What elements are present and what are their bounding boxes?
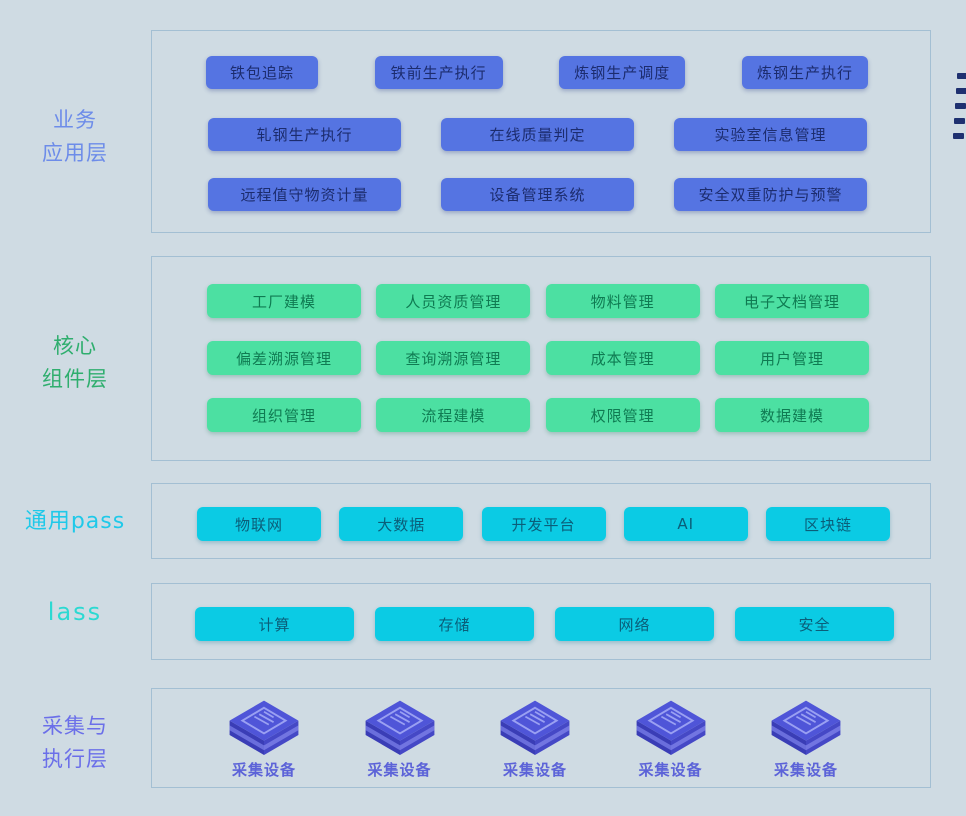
app-button[interactable]: 远程值守物资计量 xyxy=(208,178,401,211)
core-row-3: 组织管理 流程建模 权限管理 数据建模 xyxy=(152,398,930,432)
app-button[interactable]: 炼钢生产执行 xyxy=(741,56,868,89)
edge-dash-decoration xyxy=(957,73,966,79)
component-button[interactable]: 组织管理 xyxy=(207,398,361,432)
iaas-button[interactable]: 网络 xyxy=(555,607,714,641)
layer-label-line: 执行层 xyxy=(42,747,108,771)
layer-label-business: 业务 应用层 xyxy=(0,104,150,170)
paas-row: 物联网 大数据 开发平台 AI 区块链 xyxy=(152,507,930,541)
app-button[interactable]: 铁包追踪 xyxy=(206,56,318,89)
device-item: 采集设备 xyxy=(214,697,314,780)
device-cube-icon xyxy=(365,700,434,755)
component-button[interactable]: 权限管理 xyxy=(545,398,700,432)
edge-dash-decoration xyxy=(955,103,966,109)
iaas-layer-panel: 计算 存储 网络 安全 xyxy=(151,583,931,660)
app-button[interactable]: 炼钢生产调度 xyxy=(559,56,686,89)
device-item: 采集设备 xyxy=(756,697,856,780)
component-button[interactable]: 流程建模 xyxy=(376,398,531,432)
component-button[interactable]: 偏差溯源管理 xyxy=(207,341,361,375)
edge-dash-decoration xyxy=(953,133,964,139)
business-row-2: 轧钢生产执行 在线质量判定 实验室信息管理 xyxy=(152,118,930,151)
business-layer-panel: 铁包追踪 铁前生产执行 炼钢生产调度 炼钢生产执行 轧钢生产执行 在线质量判定 … xyxy=(151,30,931,233)
paas-layer-panel: 物联网 大数据 开发平台 AI 区块链 xyxy=(151,483,931,559)
device-label: 采集设备 xyxy=(638,761,703,779)
iaas-button[interactable]: 安全 xyxy=(735,607,894,641)
component-button[interactable]: 工厂建模 xyxy=(207,284,361,318)
layer-label-core: 核心 组件层 xyxy=(0,330,150,396)
device-label: 采集设备 xyxy=(502,761,567,779)
device-cube-icon xyxy=(771,700,841,755)
layer-label-line: 组件层 xyxy=(42,367,108,391)
layer-label-iaas: lass xyxy=(47,598,103,626)
app-button[interactable]: 安全双重防护与预警 xyxy=(674,178,867,211)
paas-button[interactable]: 物联网 xyxy=(197,507,321,541)
app-button[interactable]: 铁前生产执行 xyxy=(374,56,503,89)
component-button[interactable]: 查询溯源管理 xyxy=(376,341,531,375)
iaas-row: 计算 存储 网络 安全 xyxy=(152,607,930,641)
app-button[interactable]: 设备管理系统 xyxy=(441,178,634,211)
business-row-3: 远程值守物资计量 设备管理系统 安全双重防护与预警 xyxy=(152,178,930,211)
iaas-button[interactable]: 计算 xyxy=(195,607,354,641)
collect-layer-panel: 采集设备 采集设备 xyxy=(151,688,931,788)
component-button[interactable]: 人员资质管理 xyxy=(376,284,531,318)
edge-dash-decoration xyxy=(954,118,965,124)
device-label: 采集设备 xyxy=(773,761,838,779)
device-label: 采集设备 xyxy=(367,761,432,779)
paas-button[interactable]: AI xyxy=(623,507,748,541)
layer-label-line: 核心 xyxy=(53,334,97,358)
layer-label-line: 应用层 xyxy=(42,141,108,165)
device-cube-icon xyxy=(500,700,570,755)
device-item: 采集设备 xyxy=(350,697,450,780)
layer-label-line: 业务 xyxy=(53,108,97,132)
layer-label-collect: 采集与 执行层 xyxy=(0,710,150,776)
layer-label-paas: 通用pass xyxy=(24,509,126,534)
device-cube-icon xyxy=(229,700,299,755)
core-row-1: 工厂建模 人员资质管理 物料管理 电子文档管理 xyxy=(152,284,930,318)
layer-label-line: 采集与 xyxy=(42,714,108,738)
paas-button[interactable]: 区块链 xyxy=(766,507,890,541)
component-button[interactable]: 用户管理 xyxy=(714,341,869,375)
paas-button[interactable]: 大数据 xyxy=(339,507,464,541)
collect-row: 采集设备 采集设备 xyxy=(152,697,930,785)
device-item: 采集设备 xyxy=(485,697,585,780)
device-cube-icon xyxy=(636,700,705,755)
component-button[interactable]: 数据建模 xyxy=(714,398,869,432)
component-button[interactable]: 物料管理 xyxy=(545,284,700,318)
component-button[interactable]: 成本管理 xyxy=(545,341,700,375)
device-label: 采集设备 xyxy=(231,761,296,779)
app-button[interactable]: 实验室信息管理 xyxy=(674,118,867,151)
business-row-1: 铁包追踪 铁前生产执行 炼钢生产调度 炼钢生产执行 xyxy=(152,56,930,89)
device-item: 采集设备 xyxy=(621,697,721,780)
core-row-2: 偏差溯源管理 查询溯源管理 成本管理 用户管理 xyxy=(152,341,930,375)
edge-dash-decoration xyxy=(956,88,966,94)
iaas-button[interactable]: 存储 xyxy=(375,607,534,641)
core-layer-panel: 工厂建模 人员资质管理 物料管理 电子文档管理 偏差溯源管理 查询溯源管理 成本… xyxy=(151,256,931,461)
app-button[interactable]: 在线质量判定 xyxy=(441,118,634,151)
paas-button[interactable]: 开发平台 xyxy=(481,507,606,541)
app-button[interactable]: 轧钢生产执行 xyxy=(208,118,401,151)
component-button[interactable]: 电子文档管理 xyxy=(714,284,869,318)
